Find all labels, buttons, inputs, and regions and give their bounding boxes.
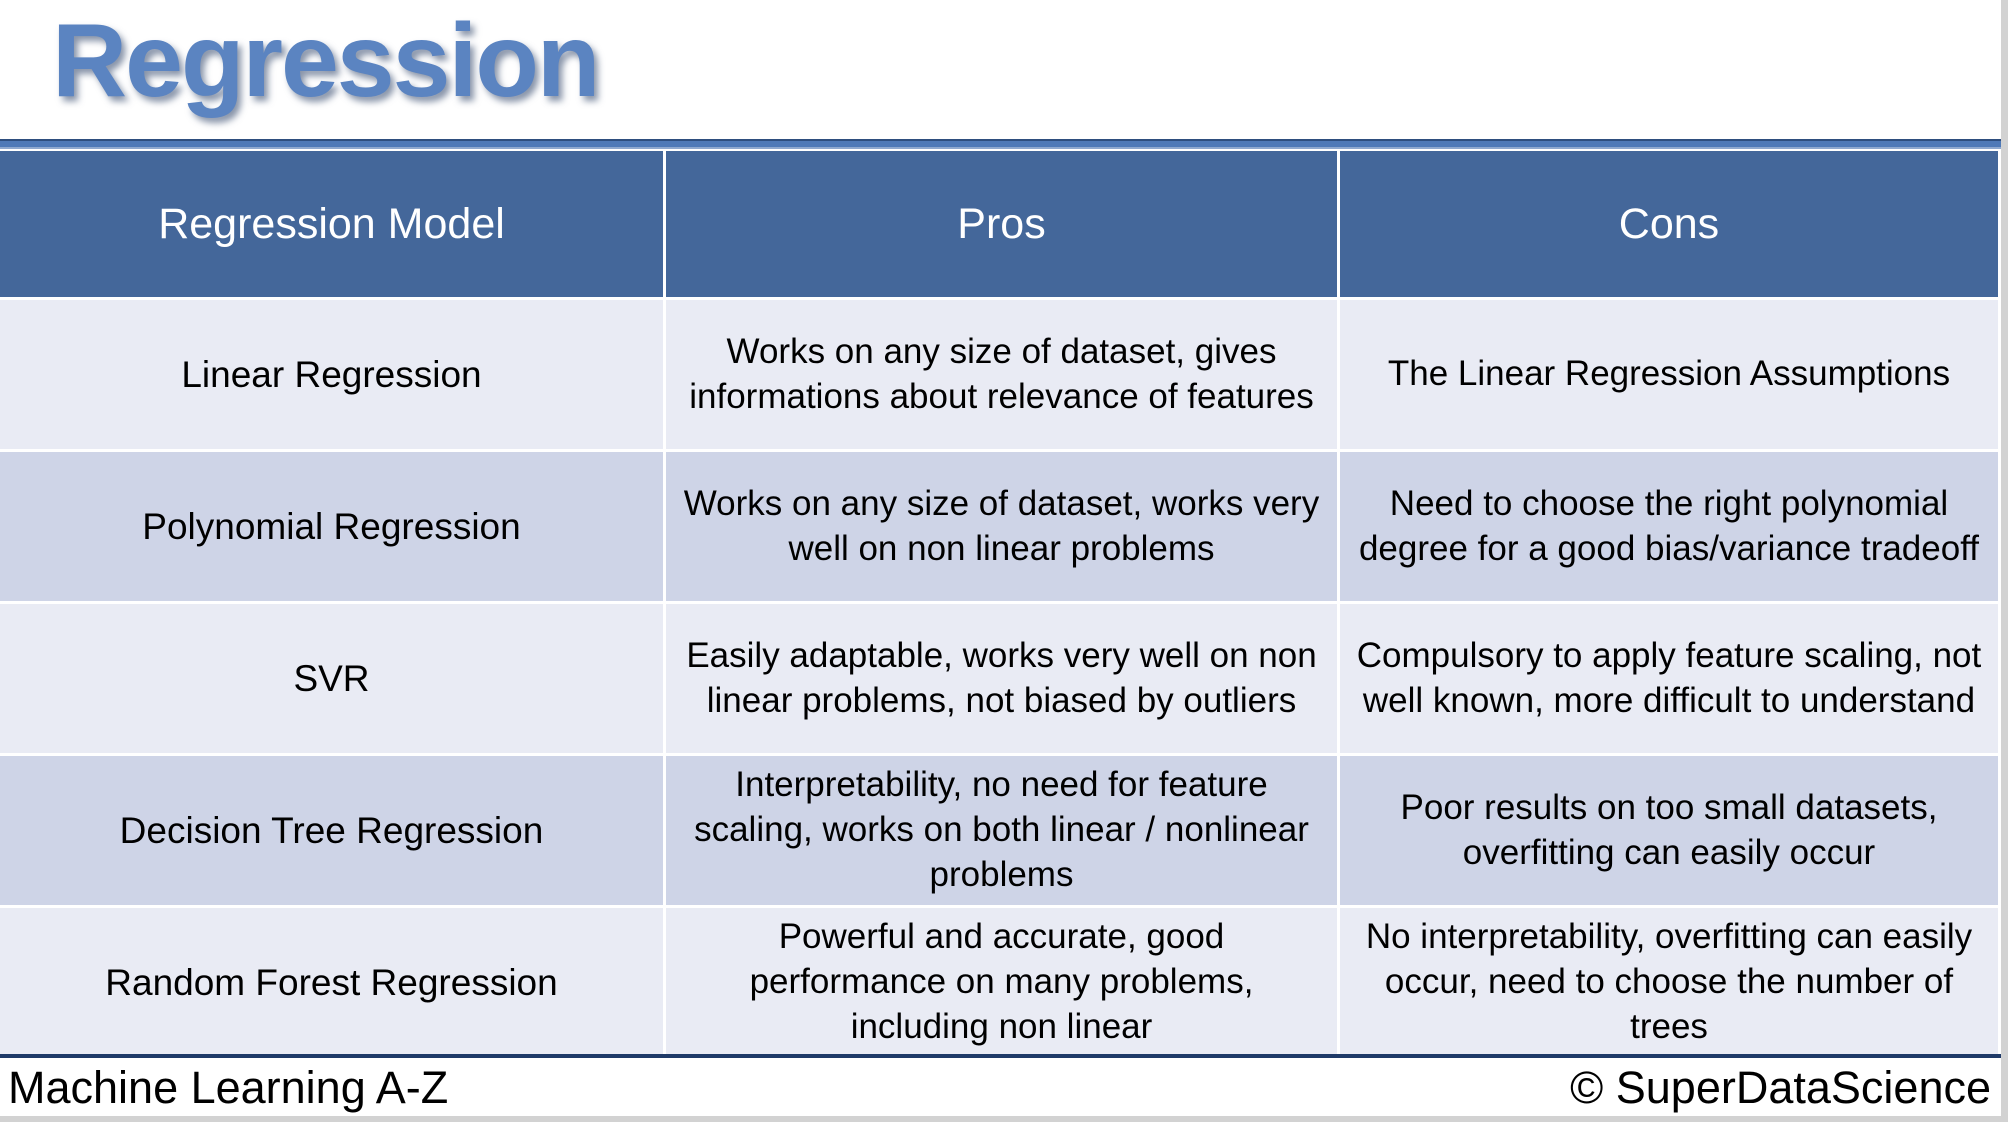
column-header-pros: Pros bbox=[666, 151, 1337, 297]
footer-copyright: © SuperDataScience bbox=[1570, 1062, 1991, 1113]
page-title: Regression bbox=[52, 3, 600, 119]
cell-cons: The Linear Regression Assumptions bbox=[1340, 300, 1998, 449]
cell-cons: Need to choose the right polynomial degr… bbox=[1340, 452, 1998, 601]
cell-pros: Easily adaptable, works very well on non… bbox=[666, 604, 1337, 753]
title-divider bbox=[0, 139, 2001, 149]
cell-model: Polynomial Regression bbox=[0, 452, 663, 601]
slide-bottom-shadow bbox=[0, 1116, 2008, 1122]
regression-comparison-table: Regression Model Pros Cons Linear Regres… bbox=[0, 151, 1998, 1057]
footer-course-name: Machine Learning A-Z bbox=[8, 1062, 449, 1113]
cell-pros: Works on any size of dataset, works very… bbox=[666, 452, 1337, 601]
column-header-model: Regression Model bbox=[0, 151, 663, 297]
cell-cons: No interpretability, overfitting can eas… bbox=[1340, 908, 1998, 1057]
column-header-cons: Cons bbox=[1340, 151, 1998, 297]
cell-pros: Interpretability, no need for feature sc… bbox=[666, 756, 1337, 905]
table-bottom-divider bbox=[0, 1054, 2001, 1058]
cell-pros: Works on any size of dataset, gives info… bbox=[666, 300, 1337, 449]
cell-cons: Compulsory to apply feature scaling, not… bbox=[1340, 604, 1998, 753]
footer: Machine Learning A-Z © SuperDataScience bbox=[0, 1060, 2001, 1116]
cell-pros: Powerful and accurate, good performance … bbox=[666, 908, 1337, 1057]
cell-model: Decision Tree Regression bbox=[0, 756, 663, 905]
cell-model: Linear Regression bbox=[0, 300, 663, 449]
cell-cons: Poor results on too small datasets, over… bbox=[1340, 756, 1998, 905]
slide-right-shadow bbox=[2001, 0, 2008, 1122]
cell-model: SVR bbox=[0, 604, 663, 753]
cell-model: Random Forest Regression bbox=[0, 908, 663, 1057]
